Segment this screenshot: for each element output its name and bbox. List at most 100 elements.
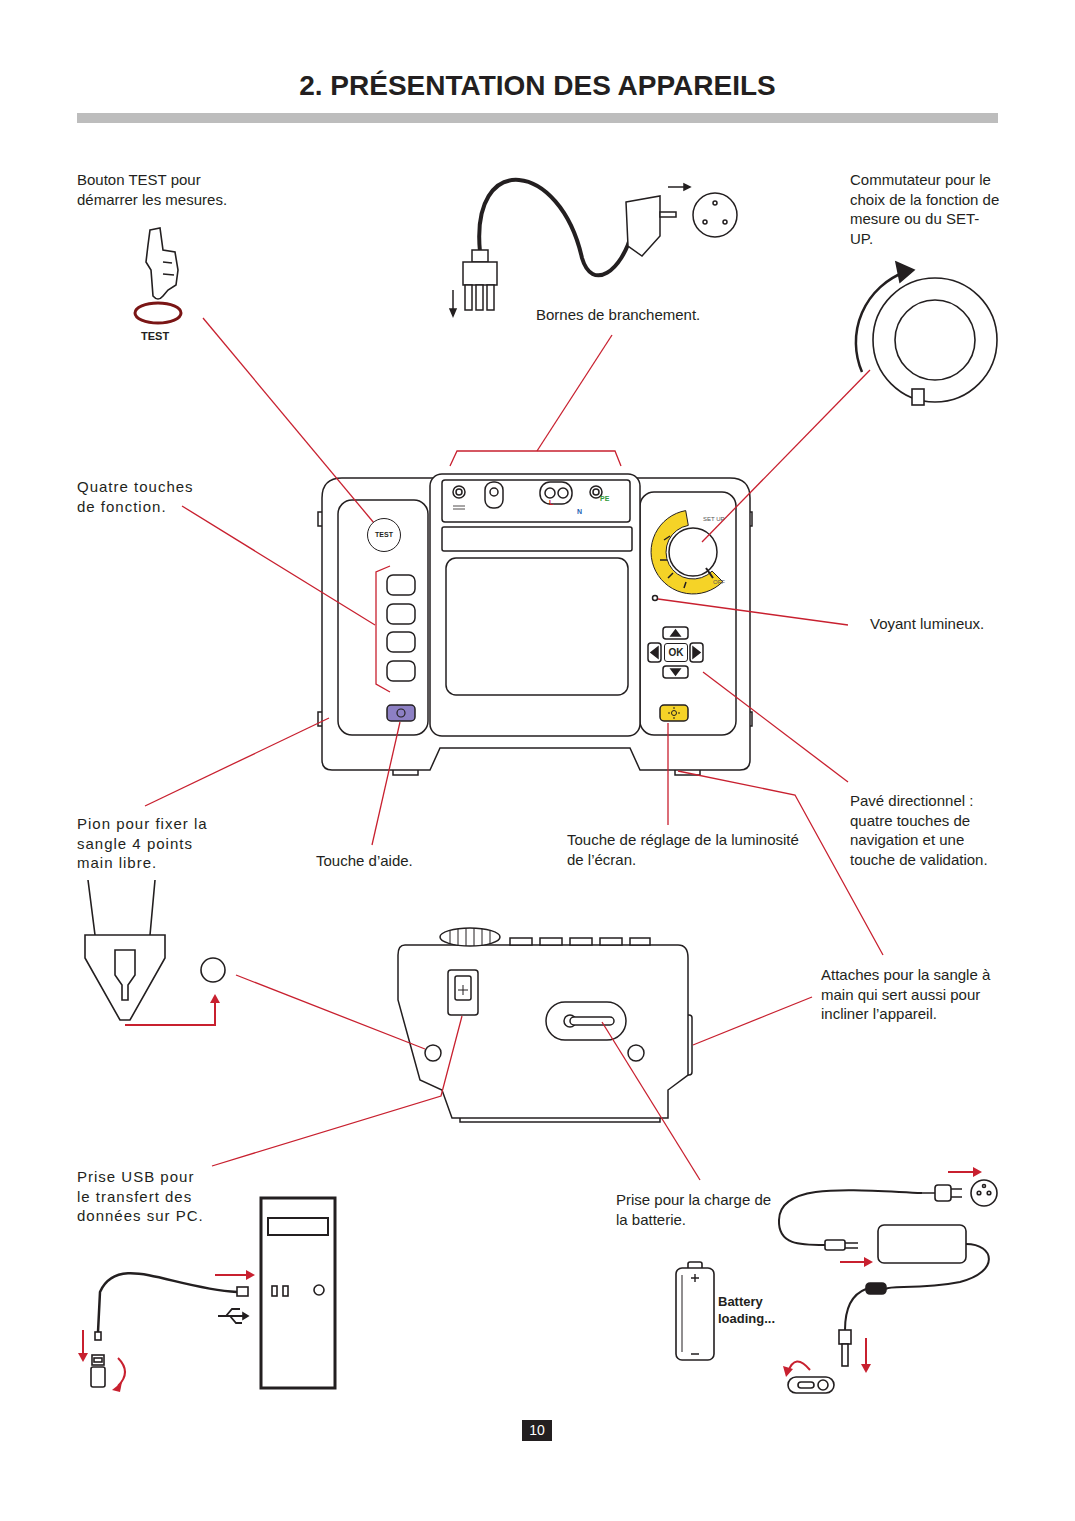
pc-and-usb-cable: [112, 1382, 122, 1392]
pc-and-usb-cable: [95, 1332, 101, 1340]
cable-and-plug: [450, 180, 737, 316]
charger: [779, 1167, 997, 1393]
page-number-box: 10: [522, 1420, 552, 1441]
callout-label: OFF: [713, 579, 725, 586]
battery-icon: [676, 1262, 714, 1360]
strap-clip: [85, 880, 225, 1025]
callout-label: Touche d’aide.: [316, 851, 413, 871]
device-bottom: [455, 976, 471, 1000]
device-front: [456, 489, 462, 495]
charger: [935, 1185, 951, 1201]
strap-clip: [125, 1000, 215, 1025]
leader-line: [376, 566, 390, 692]
device-front: [640, 492, 736, 735]
leader-line: [667, 723, 668, 825]
callout-label: Bouton TEST pour démarrer les mesures.: [77, 170, 247, 209]
callout-label: Prise USB pour le transfert des données …: [77, 1167, 209, 1226]
pc-and-usb-cable: [92, 1355, 104, 1365]
selector-dial-icon: [856, 262, 997, 405]
selector-dial-icon: [912, 389, 924, 405]
device-front: [668, 707, 680, 719]
charger: [864, 1257, 873, 1267]
strap-clip: [201, 958, 225, 982]
device-front: [663, 666, 688, 678]
strap-clip: [210, 994, 220, 1003]
device-front: [442, 480, 630, 522]
cable-and-plug: [476, 285, 483, 310]
callout-label: Battery loading...: [718, 1293, 788, 1327]
charger: [866, 1283, 886, 1294]
cable-and-plug: [465, 285, 472, 310]
pc-and-usb-cable: [82, 1330, 84, 1356]
pc-and-usb-cable: [246, 1270, 255, 1280]
charger: [798, 1382, 814, 1388]
pc-and-usb-cable: [91, 1367, 105, 1387]
cable-and-plug: [472, 250, 488, 262]
charger: [977, 1191, 981, 1195]
device-front: [545, 488, 555, 498]
cable-and-plug: [479, 180, 632, 275]
cable-and-plug: [723, 220, 727, 224]
device-bottom: [510, 938, 532, 945]
device-front: [690, 643, 703, 662]
device-bottom: [546, 1002, 626, 1040]
callout-label: PE: [600, 495, 609, 503]
leader-line: [203, 318, 374, 523]
charger: [842, 1344, 848, 1366]
device-front: [660, 705, 688, 721]
device-front: [485, 482, 503, 508]
title-rule: [77, 113, 998, 123]
charger: [878, 1225, 966, 1263]
device-bottom: [460, 1118, 660, 1122]
device-front: [387, 604, 415, 624]
leader-line: [537, 335, 612, 451]
selector-dial-icon: [895, 300, 975, 380]
charger: [825, 1240, 845, 1250]
node-text: OK: [669, 647, 684, 658]
device-front: [442, 527, 632, 551]
strap-clip: [88, 880, 155, 935]
callout-label: Pion pour fixer la sangle 4 points main …: [77, 814, 219, 873]
leader-line: [658, 599, 848, 625]
callout-label: Commutateur pour le choix de la fonction…: [850, 170, 1002, 248]
pc-and-usb-cable: [98, 1273, 237, 1332]
charger: [788, 1377, 834, 1393]
selector-dial-icon: [896, 262, 914, 282]
callout-label: TEST: [141, 330, 169, 343]
leader-line: [236, 975, 425, 1049]
leader-line: [372, 722, 400, 845]
pc-and-usb-cable: [218, 1309, 248, 1323]
device-bottom: [458, 985, 468, 995]
pc-and-usb-cable: [215, 1274, 248, 1276]
device-bottom: [448, 970, 478, 1015]
pc-and-usb-cable: [283, 1286, 288, 1296]
strap-clip: [85, 935, 165, 1020]
device-front: [387, 661, 415, 681]
charger: [839, 1330, 851, 1344]
charger: [845, 1243, 858, 1248]
device-bottom: [440, 928, 500, 946]
device-bottom: [600, 938, 622, 945]
device-front: [663, 627, 688, 639]
device-front: [453, 506, 465, 509]
pc-and-usb-cable: [237, 1287, 248, 1296]
leader-line: [145, 318, 883, 1180]
node-text: 10: [529, 1423, 545, 1438]
pc-and-usb-cable: [272, 1286, 277, 1296]
device-front: [540, 482, 572, 504]
pc-and-usb-cable: [243, 1313, 248, 1319]
device-front: [558, 488, 568, 498]
test-button: TEST: [367, 518, 401, 552]
device-bottom: [425, 1045, 441, 1061]
device-front: [490, 488, 498, 496]
cable-and-plug: [487, 285, 494, 310]
device-front: [387, 705, 415, 721]
cable-and-plug: [713, 201, 717, 205]
charger: [840, 1261, 866, 1263]
title-rule: [77, 113, 998, 123]
cable-and-plug: [450, 309, 456, 316]
leader-line: [450, 451, 621, 466]
device-front: [387, 632, 415, 652]
